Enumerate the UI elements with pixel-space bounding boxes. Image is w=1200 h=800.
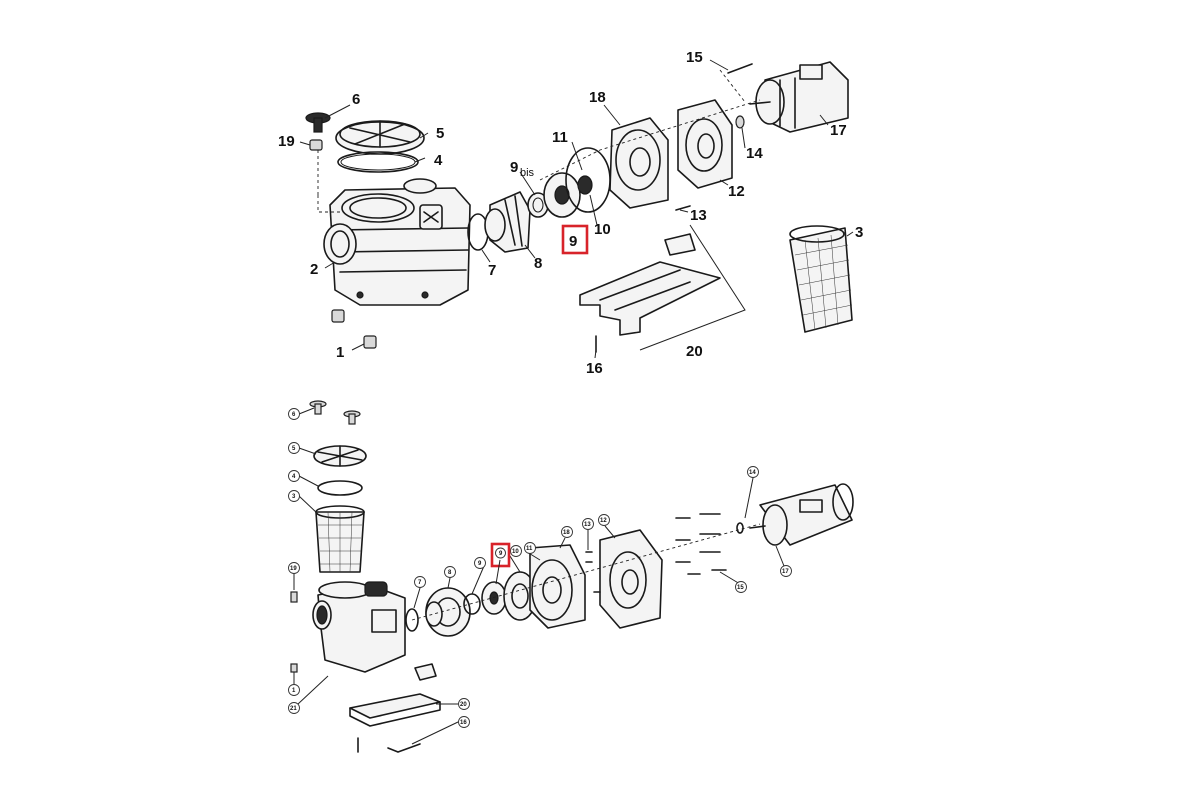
label-top-15: 15 xyxy=(686,49,703,66)
motor-bottom xyxy=(749,483,854,546)
drain-plugs-top xyxy=(331,309,377,349)
label-top-14: 14 xyxy=(746,145,763,162)
basket-bottom xyxy=(315,505,365,573)
seal-top xyxy=(577,175,593,195)
motor-top xyxy=(749,61,849,133)
label-top-10: 10 xyxy=(594,221,611,238)
label-bottom-14: 14 xyxy=(749,470,756,476)
plug-top xyxy=(309,139,323,151)
bolts-15-bottom xyxy=(675,513,727,575)
motor-adaptor-bottom xyxy=(599,529,663,629)
label-bottom-9: 9 xyxy=(499,551,503,557)
screw-16b-bottom xyxy=(387,743,421,753)
pump-housing-bottom xyxy=(312,581,406,673)
label-bottom-3: 3 xyxy=(292,494,296,500)
lid-top xyxy=(335,120,425,155)
screws-13-bottom xyxy=(585,551,601,593)
washer-top xyxy=(735,115,745,129)
lid-bottom xyxy=(313,445,367,467)
label-bottom-19: 19 xyxy=(290,566,297,572)
label-top-1: 1 xyxy=(336,344,344,361)
o-ring-bottom xyxy=(317,480,363,496)
label-top-4: 4 xyxy=(434,152,443,169)
label-bottom-15: 15 xyxy=(737,585,744,591)
label-bottom-8: 8 xyxy=(448,570,452,576)
label-top-17: 17 xyxy=(830,122,847,139)
seal-plate-top xyxy=(609,117,669,209)
bottom-exploded-view: 6 5 4 3 19 1 21 7 8 9 10 11 18 13 12 14 … xyxy=(288,400,854,753)
label-bottom-13: 13 xyxy=(584,522,591,528)
diffuser-bottom xyxy=(425,587,471,637)
top-exploded-view: 6 19 5 4 2 1 7 8 9 bis 11 10 18 12 13 14… xyxy=(278,49,863,377)
pump-housing-top xyxy=(323,178,471,306)
label-bottom-17: 17 xyxy=(782,569,789,575)
motor-adaptor-top xyxy=(677,99,733,189)
label-top-16: 16 xyxy=(586,360,603,377)
label-bottom-1: 1 xyxy=(292,688,296,694)
label-bottom-4: 4 xyxy=(292,474,296,480)
label-bottom-5: 5 xyxy=(292,446,296,452)
impeller-bottom xyxy=(481,581,507,615)
impeller-top xyxy=(543,172,581,218)
label-top-11: 11 xyxy=(552,129,568,146)
base-bottom xyxy=(349,663,441,727)
label-top-12: 12 xyxy=(728,183,745,200)
plug-bottom xyxy=(290,591,298,603)
highlight-box-top-9 xyxy=(561,224,589,255)
label-top-9: 9 xyxy=(569,233,577,250)
label-top-18: 18 xyxy=(589,89,606,106)
label-bottom-10: 10 xyxy=(512,549,519,555)
label-top-2: 2 xyxy=(310,261,318,278)
label-top-6: 6 xyxy=(352,91,360,108)
highlight-box-bottom-9 xyxy=(490,542,511,568)
label-top-9bis: 9 xyxy=(510,159,518,176)
bolt-top xyxy=(727,63,753,74)
seal-plate-bottom xyxy=(529,544,586,629)
label-bottom-9bis: 9 xyxy=(478,561,482,567)
label-top-7: 7 xyxy=(488,262,496,279)
label-top-8: 8 xyxy=(534,255,542,272)
label-bottom-16: 16 xyxy=(460,720,467,726)
label-top-13: 13 xyxy=(690,207,707,224)
label-bottom-21: 21 xyxy=(290,706,297,712)
label-top-3: 3 xyxy=(855,224,863,241)
diffuser-top xyxy=(484,191,531,253)
label-top-5: 5 xyxy=(436,125,444,142)
label-bottom-20: 20 xyxy=(460,702,467,708)
basket-top xyxy=(789,225,853,333)
base-top xyxy=(579,233,721,336)
washer-bottom xyxy=(736,522,744,534)
o-ring-top xyxy=(337,151,419,173)
drain-plug-bottom xyxy=(290,663,298,673)
label-top-9bis-suffix: bis xyxy=(520,167,535,179)
label-top-19: 19 xyxy=(278,133,295,150)
label-bottom-18: 18 xyxy=(563,530,570,536)
knobs-bottom xyxy=(309,400,361,425)
label-bottom-6: 6 xyxy=(292,412,296,418)
label-bottom-12: 12 xyxy=(600,518,607,524)
knob-top xyxy=(305,112,331,133)
screw-13-top xyxy=(675,205,691,211)
label-bottom-11: 11 xyxy=(526,546,533,552)
diffuser-oring-bottom xyxy=(405,608,419,632)
label-top-20: 20 xyxy=(686,343,703,360)
label-bottom-7: 7 xyxy=(418,580,422,586)
